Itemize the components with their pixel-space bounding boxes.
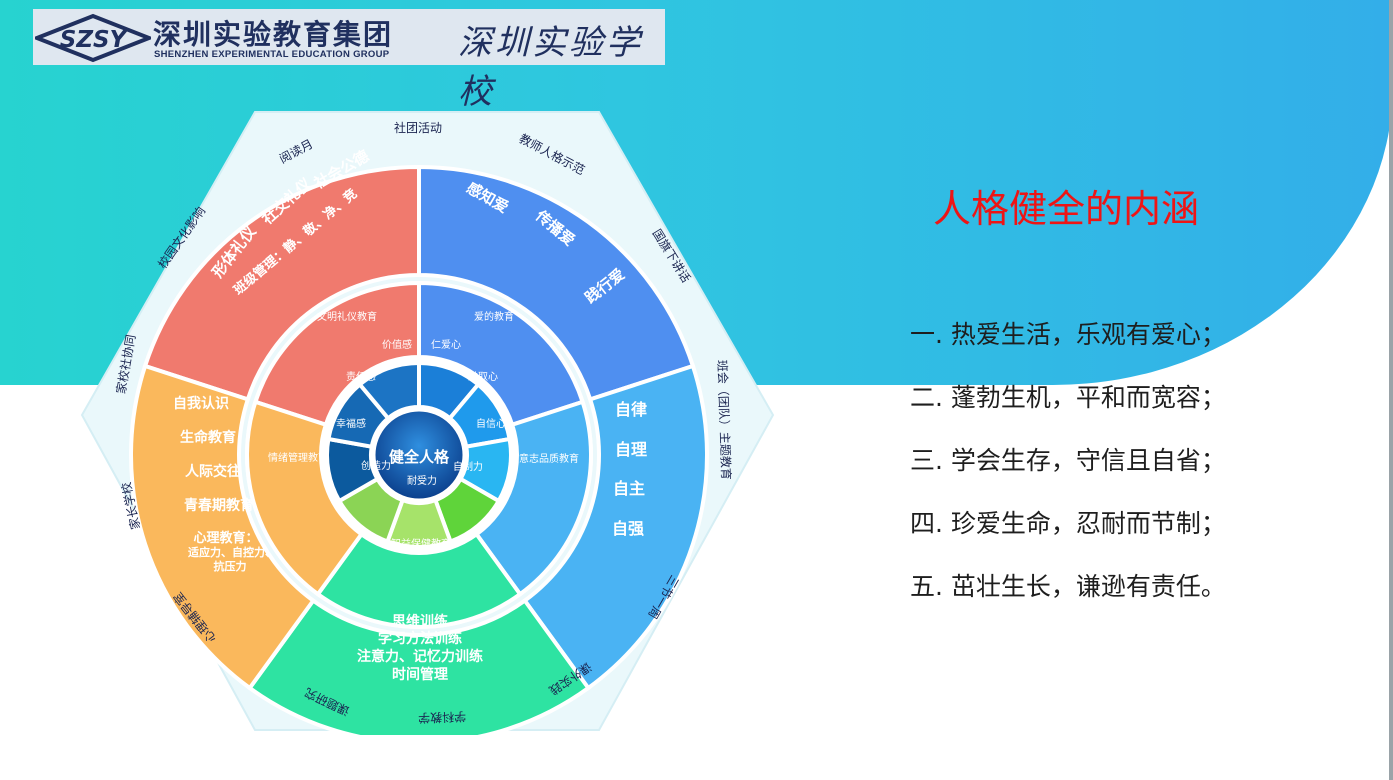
- core-label-endurance: 耐受力: [407, 474, 437, 487]
- list-item: 一. 热爱生活，乐观有爱心；: [910, 320, 1226, 349]
- core-sector: [357, 360, 421, 422]
- mind-item-2: 学习方法训练: [378, 630, 462, 647]
- school-name: 深圳实验学校: [458, 23, 643, 112]
- list-item: 四. 珍爱生命，忍耐而节制；: [910, 509, 1226, 538]
- emotion-item-5: 心理教育：: [193, 530, 258, 546]
- will-item-4: 自强: [612, 519, 644, 538]
- group-name: 深圳实验教育集团: [153, 18, 394, 51]
- middle-label-etiquette: 文明礼仪教育: [317, 310, 377, 323]
- sector-will-outer: [522, 363, 709, 691]
- core-label-happiness: 幸福感: [336, 417, 366, 430]
- middle-label-mind: 智益保健教育: [391, 537, 451, 550]
- page-title: 人格健全的内涵: [933, 187, 1200, 231]
- sector-love-middle: [417, 280, 586, 428]
- core-label-value: 价值感: [382, 338, 412, 351]
- will-item-1: 自律: [615, 400, 647, 419]
- sector-emotion-outer: [129, 363, 316, 691]
- core-label-benevolence: 仁爱心: [431, 338, 461, 351]
- school-logo-banner: SZSY 深圳实验教育集团 SHENZHEN EXPERIMENTAL EDUC…: [33, 9, 665, 112]
- sector-will-middle: [473, 399, 593, 597]
- meaning-list: 一. 热爱生活，乐观有爱心； 二. 蓬勃生机，平和而宽容； 三. 学会生存，守信…: [910, 318, 1226, 633]
- center-label: 健全人格: [389, 448, 450, 466]
- core-label-responsibility: 责任感: [346, 370, 376, 383]
- core-label-self-control: 自制力: [453, 460, 483, 473]
- middle-label-will: 意志品质教育: [519, 452, 579, 465]
- sector-love-outer: [417, 164, 696, 402]
- ring-label-class-meeting: 班会（团队）主题教育: [715, 360, 734, 480]
- center-circle: [372, 408, 466, 502]
- emotion-item-1: 自我认识: [173, 395, 229, 412]
- list-item: 二. 蓬勃生机，平和而宽容；: [910, 383, 1226, 412]
- personality-wheel-diagram: 健全人格 社团活动 教师人格示范 国旗下讲话 班会（团队）主题教育 三节一周 课…: [80, 111, 775, 735]
- will-item-2: 自理: [615, 440, 647, 459]
- sector-emotion-middle: [245, 399, 365, 597]
- sector-mind-outer: [246, 597, 592, 735]
- emotion-item-7: 抗压力: [214, 559, 247, 573]
- mind-item-3: 注意力、记忆力训练: [357, 648, 483, 665]
- szsy-logo-icon: SZSY: [35, 13, 151, 63]
- mind-item-1: 思维训练: [392, 613, 448, 630]
- logo-text: SZSY: [60, 27, 129, 53]
- emotion-item-2: 生命教育: [180, 429, 236, 446]
- core-label-confidence: 自信心: [476, 417, 506, 430]
- list-item: 三. 学会生存，守信且自省；: [910, 446, 1226, 475]
- core-label-creativity: 创造力: [361, 459, 391, 472]
- emotion-item-6: 适应力、自控力、: [188, 545, 276, 559]
- ring-label-club: 社团活动: [394, 120, 442, 135]
- list-item: 五. 茁壮生长，谦逊有责任。: [910, 572, 1226, 601]
- sector-mind-middle: [315, 531, 523, 629]
- core-label-enterprise: 进取心: [468, 371, 498, 383]
- mind-item-4: 时间管理: [392, 666, 448, 683]
- sector-etiquette-middle: [252, 280, 421, 428]
- will-item-3: 自主: [613, 479, 645, 498]
- emotion-item-4: 青春期教育: [184, 497, 254, 514]
- group-name-english: SHENZHEN EXPERIMENTAL EDUCATION GROUP: [154, 49, 390, 60]
- ring-label-subject: 学科教学: [418, 709, 467, 726]
- slide-edge: [1389, 0, 1393, 780]
- sector-etiquette-outer: [142, 164, 421, 402]
- emotion-item-3: 人际交往: [185, 463, 241, 480]
- middle-label-emotion: 情绪管理教育: [268, 451, 328, 464]
- middle-label-love: 爱的教育: [474, 310, 514, 323]
